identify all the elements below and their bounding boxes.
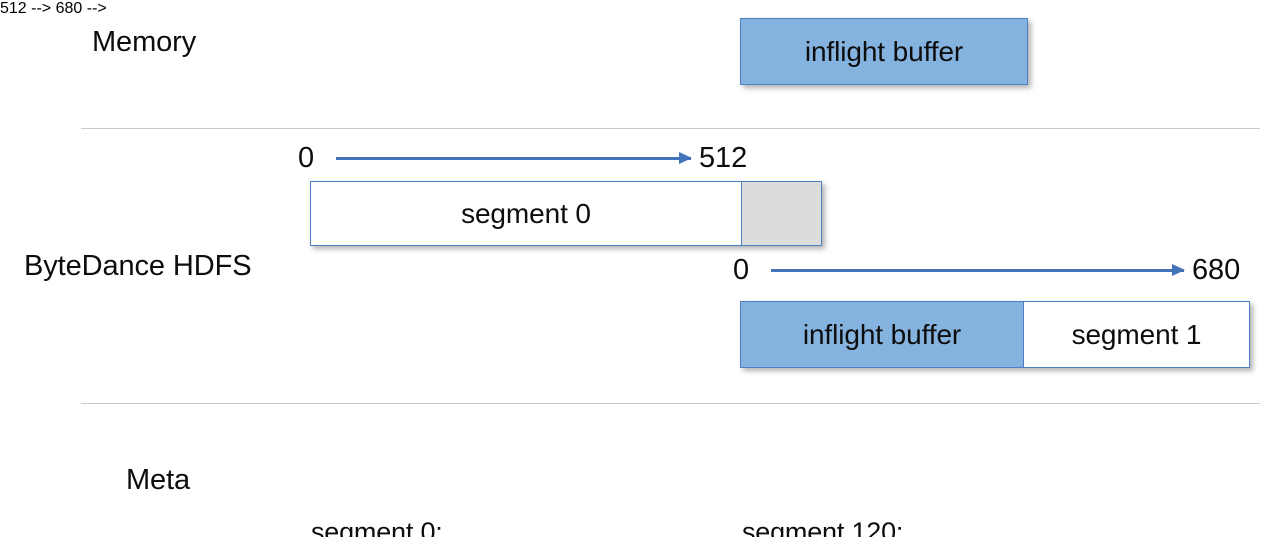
row-label-memory: Memory xyxy=(92,26,197,58)
meta-entry-segment0: segment 0: {size: 512, offset: [0, 120) xyxy=(311,450,610,537)
arrow-line xyxy=(771,268,1185,272)
meta-entry-segment120-name: segment 120: xyxy=(742,516,904,537)
measure-segment1-range: 0 680 xyxy=(733,250,1240,290)
hdfs-inflight-buffer-block: inflight buffer xyxy=(740,301,1024,368)
row-label-bytedance-hdfs: ByteDance HDFS xyxy=(24,250,252,282)
segment0-reserved-tail xyxy=(742,181,822,246)
measure-start-label-0-second: 0 xyxy=(733,253,750,286)
divider-memory-hdfs xyxy=(81,128,1260,129)
measure-arrow-680 xyxy=(771,264,1186,276)
measure-end-label-680: 680 xyxy=(1192,253,1241,286)
measure-start-label-0: 0 xyxy=(298,141,315,174)
meta-entry-segment0-name: segment 0: xyxy=(311,516,443,537)
memory-inflight-buffer-box: inflight buffer xyxy=(740,18,1028,85)
hdfs-bar-segment1: inflight buffer segment 1 xyxy=(740,301,1250,368)
measure-end-label-512: 512 xyxy=(699,141,748,174)
arrow-head-icon xyxy=(1172,264,1186,276)
arrow-head-icon xyxy=(679,152,693,164)
hdfs-bar-segment0: segment 0 xyxy=(310,181,822,246)
segment0-block: segment 0 xyxy=(310,181,742,246)
measure-arrow-512 xyxy=(336,152,693,164)
arrow-line xyxy=(336,156,692,160)
divider-hdfs-meta xyxy=(81,403,1260,404)
row-label-meta: Meta xyxy=(126,464,191,496)
measure-segment0-range: 0 512 xyxy=(298,138,747,178)
segment1-block: segment 1 xyxy=(1024,301,1250,368)
meta-entry-segment120: segment 120: {size: 680, offset: [120, 2… xyxy=(742,450,1079,537)
